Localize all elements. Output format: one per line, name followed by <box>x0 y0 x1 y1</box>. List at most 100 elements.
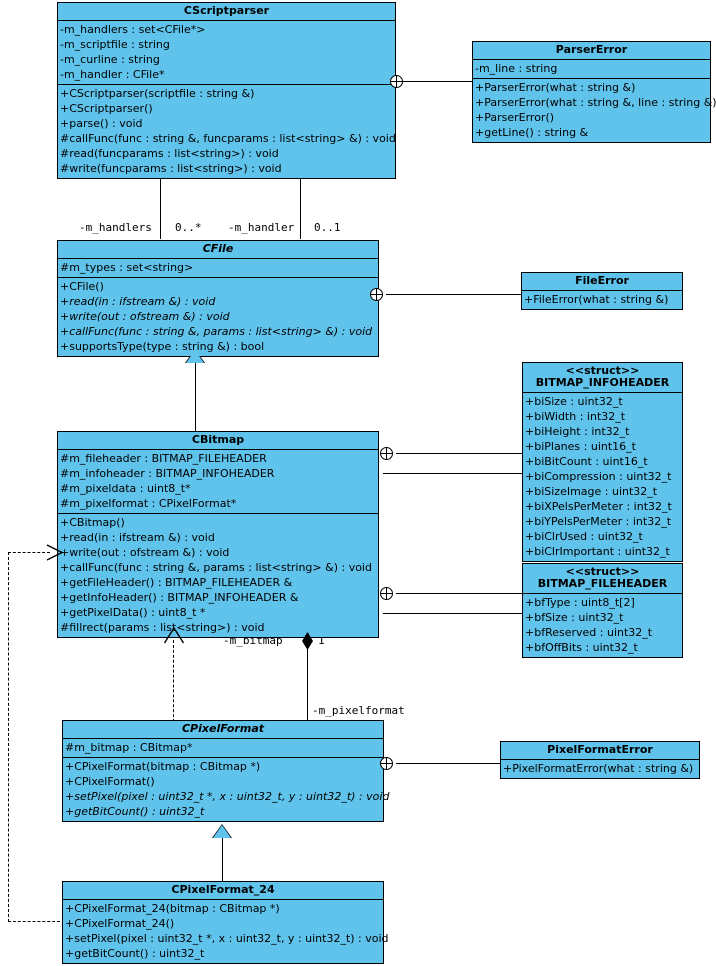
label-m-handler-mult: 0..1 <box>314 221 341 234</box>
attribute: +biBitCount : uint16_t <box>525 455 648 468</box>
class-title-cscriptparser: CScriptparser <box>58 3 395 21</box>
operation: +CFile() <box>60 280 104 293</box>
class-box-fileerror[interactable]: FileError +FileError(what : string &) <box>521 272 683 310</box>
operation: +CPixelFormat_24() <box>65 917 175 930</box>
edge-cbitmap-fileheader-assoc <box>383 613 522 614</box>
operation: +getInfoHeader() : BITMAP_INFOHEADER & <box>60 591 299 604</box>
edge-cbitmap-infoheader-assoc <box>383 473 522 474</box>
attribute: +biYPelsPerMeter : int32_t <box>525 515 672 528</box>
attribute: +biClrImportant : uint32_t <box>525 545 670 558</box>
class-operations-cpixelformat-24: +CPixelFormat_24(bitmap : CBitmap *) +CP… <box>63 900 389 963</box>
attribute: #m_types : set<string> <box>60 261 194 274</box>
operation: +CPixelFormat(bitmap : CBitmap *) <box>65 760 261 773</box>
attribute: +biHeight : int32_t <box>525 425 630 438</box>
class-title-cpixelformat: CPixelFormat <box>63 721 383 739</box>
edge-cfile-cbitmap-generalization <box>195 362 196 431</box>
class-attributes-cscriptparser: -m_handlers : set<CFile*> -m_scriptfile … <box>58 21 395 85</box>
edge-cscriptparser-parsererror <box>396 81 472 82</box>
operation: +write(out : ofstream &) : void <box>60 546 230 559</box>
operation: +getBitCount() : uint32_t <box>65 947 205 960</box>
class-attributes-cfile: #m_types : set<string> <box>58 259 378 278</box>
attribute: #m_pixelformat : CPixelFormat* <box>60 497 237 510</box>
class-title-pixelformaterror: PixelFormatError <box>501 742 699 760</box>
label-m-pixelformat-role: -m_pixelformat <box>312 704 405 717</box>
class-box-cpixelformat-24[interactable]: CPixelFormat_24 +CPixelFormat_24(bitmap … <box>62 881 389 964</box>
attribute: +biWidth : int32_t <box>525 410 626 423</box>
operation: +callFunc(func : string &, params : list… <box>60 325 373 338</box>
class-title-parsererror: ParserError <box>473 42 710 60</box>
edge-cbitmap-infoheader-nested <box>396 453 522 454</box>
operation: +ParserError() <box>475 111 555 124</box>
attribute: -m_line : string <box>475 62 558 75</box>
class-attributes-parsererror: -m_line : string <box>473 60 710 79</box>
attribute: +biPlanes : uint16_t <box>525 440 636 453</box>
class-title-cpixelformat-24: CPixelFormat_24 <box>63 882 383 900</box>
class-attributes-bitmap-infoheader: +biSize : uint32_t +biWidth : int32_t +b… <box>523 393 682 561</box>
class-operations-fileerror: +FileError(what : string &) <box>522 291 682 309</box>
edge-cpixelformat-cpixelformat24-generalization <box>222 837 223 881</box>
operation: +callFunc(func : string &, params : list… <box>60 561 372 574</box>
operation: +setPixel(pixel : uint32_t *, x : uint32… <box>65 932 389 945</box>
operation: +read(in : ifstream &) : void <box>60 295 216 308</box>
class-box-cscriptparser[interactable]: CScriptparser -m_handlers : set<CFile*> … <box>57 2 396 179</box>
attribute: +bfOffBits : uint32_t <box>525 641 638 654</box>
operation: +FileError(what : string &) <box>524 293 669 306</box>
class-box-cbitmap[interactable]: CBitmap #m_fileheader : BITMAP_FILEHEADE… <box>57 431 379 638</box>
operation: +setPixel(pixel : uint32_t *, x : uint32… <box>65 790 390 803</box>
composition-diamond-bitmap <box>302 632 313 650</box>
class-operations-cscriptparser: +CScriptparser(scriptfile : string &) +C… <box>58 85 396 178</box>
attribute: +bfReserved : uint32_t <box>525 626 653 639</box>
operation: +CBitmap() <box>60 516 125 529</box>
class-box-bitmap-fileheader[interactable]: <<struct>> BITMAP_FILEHEADER +bfType : u… <box>522 563 683 658</box>
edge-cpixelformat24-top-run <box>8 552 50 553</box>
attribute: -m_handler : CFile* <box>60 68 165 81</box>
attribute: +biXPelsPerMeter : int32_t <box>525 500 672 513</box>
nest-marker-pixelformaterror <box>380 757 393 770</box>
generalization-arrow-cbitmap <box>186 350 204 363</box>
operation: +write(out : ofstream &) : void <box>60 310 230 323</box>
attribute: +bfSize : uint32_t <box>525 611 624 624</box>
edge-cpixelformat24-left-stub <box>8 921 60 922</box>
nest-marker-infoheader <box>380 447 393 460</box>
class-title-fileerror: FileError <box>522 273 682 291</box>
class-operations-cfile: +CFile() +read(in : ifstream &) : void +… <box>58 278 378 356</box>
dependency-arrowhead-cbitmap <box>163 626 185 644</box>
attribute: +biSize : uint32_t <box>525 395 623 408</box>
class-title-cfile: CFile <box>58 241 378 259</box>
attribute: +bfType : uint8_t[2] <box>525 596 635 609</box>
class-operations-cpixelformat: +CPixelFormat(bitmap : CBitmap *) +CPixe… <box>63 758 390 821</box>
class-box-pixelformaterror[interactable]: PixelFormatError +PixelFormatError(what … <box>500 741 700 779</box>
edge-cpixelformat-cbitmap-dependency <box>173 640 174 722</box>
class-box-bitmap-infoheader[interactable]: <<struct>> BITMAP_INFOHEADER +biSize : u… <box>522 362 683 562</box>
attribute: #m_bitmap : CBitmap* <box>65 741 193 754</box>
class-attributes-cpixelformat: #m_bitmap : CBitmap* <box>63 739 383 758</box>
operation: +CScriptparser(scriptfile : string &) <box>60 87 255 100</box>
class-box-cpixelformat[interactable]: CPixelFormat #m_bitmap : CBitmap* +CPixe… <box>62 720 390 822</box>
edge-handlers-association <box>160 177 161 239</box>
attribute: -m_handlers : set<CFile*> <box>60 23 206 36</box>
nest-marker-fileheader <box>380 587 393 600</box>
attribute: #m_pixeldata : uint8_t* <box>60 482 191 495</box>
operation: +getLine() : string & <box>475 126 589 139</box>
operation: #read(funcparams : list<string>) : void <box>60 147 279 160</box>
label-m-handlers-mult: 0..* <box>175 221 202 234</box>
operation: #fillrect(params : list<string>) : void <box>60 621 265 634</box>
label-m-handler-role: -m_handler <box>228 221 295 234</box>
class-name-label: BITMAP_INFOHEADER <box>535 376 670 389</box>
label-m-handlers-role: -m_handlers <box>79 221 152 234</box>
operation: +CPixelFormat() <box>65 775 155 788</box>
operation: +ParserError(what : string &) <box>475 81 636 94</box>
class-operations-pixelformaterror: +PixelFormatError(what : string &) <box>501 760 699 778</box>
operation: +read(in : ifstream &) : void <box>60 531 215 544</box>
operation: +CPixelFormat_24(bitmap : CBitmap *) <box>65 902 280 915</box>
dependency-arrowhead-cpixelformat24-cbitmap <box>46 544 64 561</box>
attribute: +biClrUsed : uint32_t <box>525 530 643 543</box>
operation: +getBitCount() : uint32_t <box>65 805 205 818</box>
attribute: +biCompression : uint32_t <box>525 470 672 483</box>
class-box-parsererror[interactable]: ParserError -m_line : string +ParserErro… <box>472 41 716 143</box>
class-box-cfile[interactable]: CFile #m_types : set<string> +CFile() +r… <box>57 240 379 357</box>
edge-cpixelformat-pixelformaterror <box>396 763 500 764</box>
edge-handler-association <box>300 177 301 239</box>
class-name-label: BITMAP_FILEHEADER <box>537 577 668 590</box>
